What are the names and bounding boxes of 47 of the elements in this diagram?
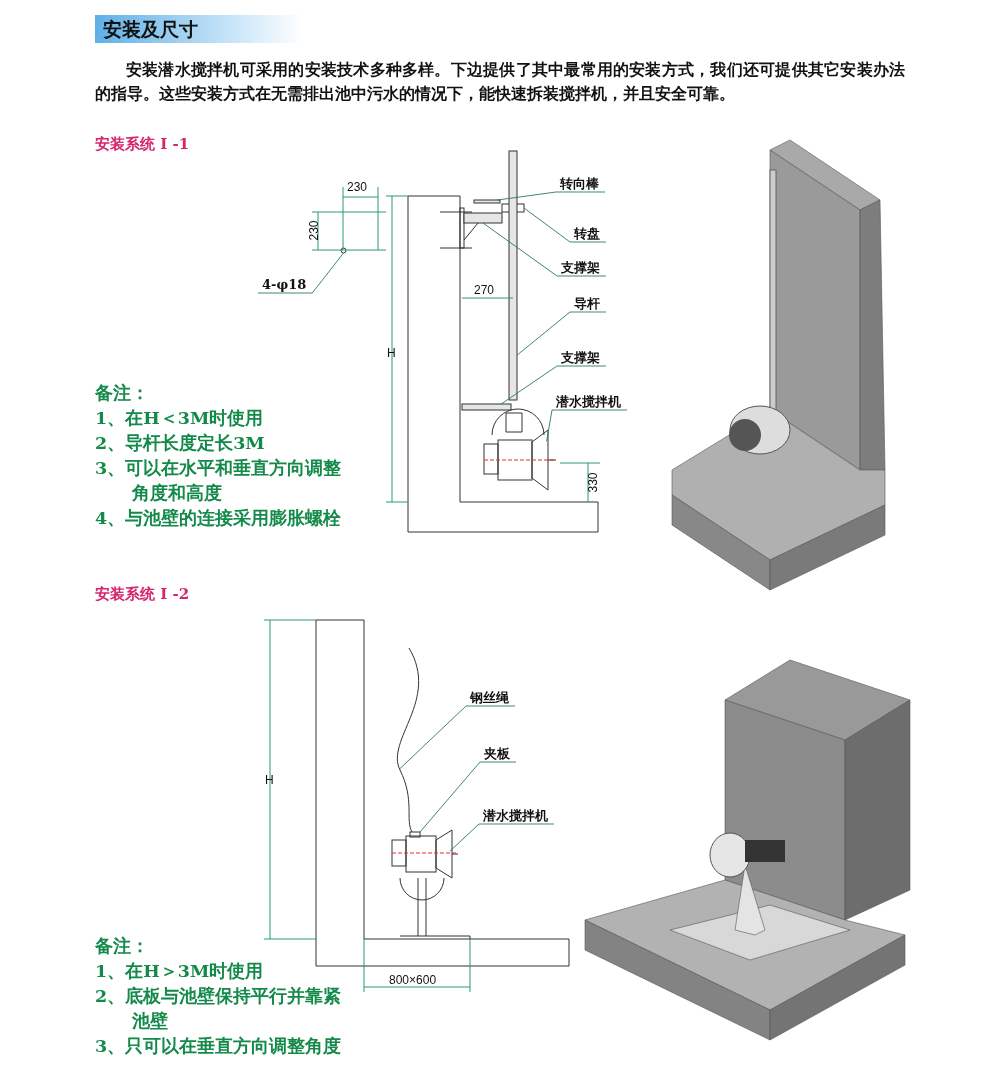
dimension-label: 270 bbox=[474, 284, 495, 297]
leader-line bbox=[419, 761, 481, 833]
turning-handle bbox=[473, 199, 501, 204]
leader-line bbox=[482, 222, 558, 277]
callout-label: 支撑架 bbox=[561, 350, 600, 365]
callout-label: 潜水搅拌机 bbox=[483, 808, 548, 823]
section-heading: 安装系统 I -1 bbox=[95, 135, 190, 154]
note-text: 1、在H＞3M时使用 bbox=[95, 960, 264, 983]
callout-label: 转盘 bbox=[574, 226, 600, 241]
leader-line bbox=[398, 705, 467, 770]
leader-line bbox=[449, 823, 480, 852]
leader-line bbox=[516, 311, 571, 356]
mixer-drawing bbox=[483, 408, 557, 491]
note-text: 3、可以在水平和垂直方向调整角度和高度 bbox=[95, 457, 343, 505]
callout-label: 4-φ18 bbox=[262, 277, 307, 292]
support-bracket bbox=[461, 403, 512, 411]
note-heading: 备注： bbox=[95, 382, 149, 405]
note-text: 1、在H＜3M时使用 bbox=[95, 407, 264, 430]
note-text: 2、底板与池壁保持平行并靠紧池壁 bbox=[95, 985, 343, 1033]
note-text: 4、与池壁的连接采用膨胀螺栓 bbox=[95, 507, 342, 530]
leader-line bbox=[546, 409, 553, 442]
dimension-label: H bbox=[387, 347, 396, 360]
clamp-plate bbox=[409, 831, 421, 838]
leader-line bbox=[311, 252, 344, 294]
section-heading: 安装系统 I -2 bbox=[95, 585, 190, 604]
dimension-label: H bbox=[265, 774, 274, 787]
bolt-hole bbox=[340, 247, 347, 254]
callout-label: 导杆 bbox=[574, 296, 600, 311]
callout-label: 转向棒 bbox=[560, 176, 599, 191]
wire-rope bbox=[397, 647, 420, 833]
dimension-label: 330 bbox=[586, 472, 600, 493]
leader-line bbox=[496, 191, 557, 201]
callout-label: 支撑架 bbox=[561, 260, 600, 275]
callout-label: 钢丝绳 bbox=[470, 690, 509, 705]
intro-paragraph: 安装潜水搅拌机可采用的安装技术多种多样。下边提供了其中最常用的安装方式，我们还可提供其它安装办法的指导。这些安装方式在无需排出池中污水的情况下，能快速拆装搅拌机，并且安全可靠。 bbox=[95, 59, 905, 105]
mixer-drawing bbox=[391, 829, 459, 901]
note-text: 3、只可以在垂直方向调整角度 bbox=[95, 1035, 342, 1058]
dimension-label: 230 bbox=[347, 181, 368, 194]
dimension-label: 800×600 bbox=[389, 974, 437, 987]
note-text: 2、导杆长度定长3M bbox=[95, 432, 265, 455]
leader-line bbox=[523, 207, 571, 243]
guide-rod bbox=[508, 150, 518, 401]
note-heading: 备注： bbox=[95, 935, 149, 958]
support-bracket bbox=[463, 212, 503, 224]
callout-label: 潜水搅拌机 bbox=[556, 394, 621, 409]
dimension-label: 230 bbox=[307, 220, 321, 241]
callout-label: 夹板 bbox=[484, 746, 510, 761]
